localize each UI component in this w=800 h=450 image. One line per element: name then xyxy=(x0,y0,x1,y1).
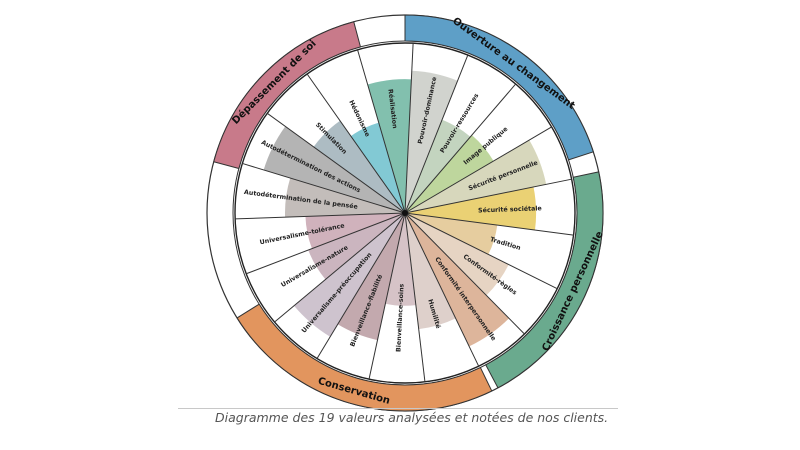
wheel-spoke xyxy=(404,212,525,335)
wheel-spoke xyxy=(404,212,480,367)
value-sector-image-publique xyxy=(405,135,494,213)
value-sector-bienveillance-fiabilite xyxy=(337,213,405,341)
value-sector-universalisme-nature xyxy=(308,213,405,280)
value-sector-pouvoir-dominance xyxy=(405,70,458,213)
value-sector-universalisme-preoccupation xyxy=(294,213,405,337)
wheel-spoke xyxy=(316,212,406,359)
value-sector-universalisme-tolerance xyxy=(305,213,405,249)
group-bands xyxy=(206,14,604,412)
wheel-spoke xyxy=(404,126,552,214)
value-sector-securite-societale xyxy=(405,186,537,231)
diagram-caption: Diagramme des 19 valeurs analysées et no… xyxy=(215,410,609,425)
value-sector-stimulation xyxy=(313,120,405,213)
value-sector-autodetermination-des-actions xyxy=(263,126,405,213)
wheel-spoke xyxy=(404,212,574,236)
value-sector-securite-personnelle xyxy=(405,140,547,213)
value-sector-humilite xyxy=(405,213,456,330)
wheel-spoke xyxy=(274,212,406,323)
wheel-spoke xyxy=(357,49,406,214)
caption-divider xyxy=(178,408,618,409)
value-sector-tradition xyxy=(405,213,498,255)
wheel-spoke xyxy=(404,83,517,214)
wheel-spoke xyxy=(242,162,406,214)
value-sector-realisation xyxy=(367,79,412,213)
value-sector-conformite-regles xyxy=(405,213,509,296)
wheel-spoke xyxy=(235,212,406,220)
value-sector-pouvoir-ressources xyxy=(405,119,471,213)
wheel-spoke xyxy=(246,212,406,275)
value-sectors xyxy=(234,42,576,384)
wheel-spoke xyxy=(404,178,572,214)
wheel-spoke xyxy=(266,112,406,214)
group-band-self-enhancement xyxy=(485,171,604,389)
value-sector-bienveillance-soins xyxy=(385,213,416,306)
wheel-spoke xyxy=(404,54,469,214)
wheel-spoke xyxy=(404,212,426,382)
value-sector-autodetermination-de-la-pensee xyxy=(285,178,405,218)
group-band-conservation xyxy=(236,303,493,412)
wheel-center-dot xyxy=(402,210,408,216)
value-sector-hedonisme xyxy=(350,122,405,213)
group-band-self-transcendence xyxy=(213,21,362,170)
wheel-spoke xyxy=(404,43,414,214)
wheel-spoke xyxy=(306,73,406,214)
wheel-spoke xyxy=(368,212,406,380)
value-sector-conformite-interpersonnelle xyxy=(405,213,509,347)
wheel-spoke xyxy=(404,212,558,290)
value-label-securite-societale: Sécurité sociétale xyxy=(478,204,542,214)
group-band-openness xyxy=(404,14,594,161)
value-label-bienveillance-soins: Bienveillance-soins xyxy=(395,283,405,352)
